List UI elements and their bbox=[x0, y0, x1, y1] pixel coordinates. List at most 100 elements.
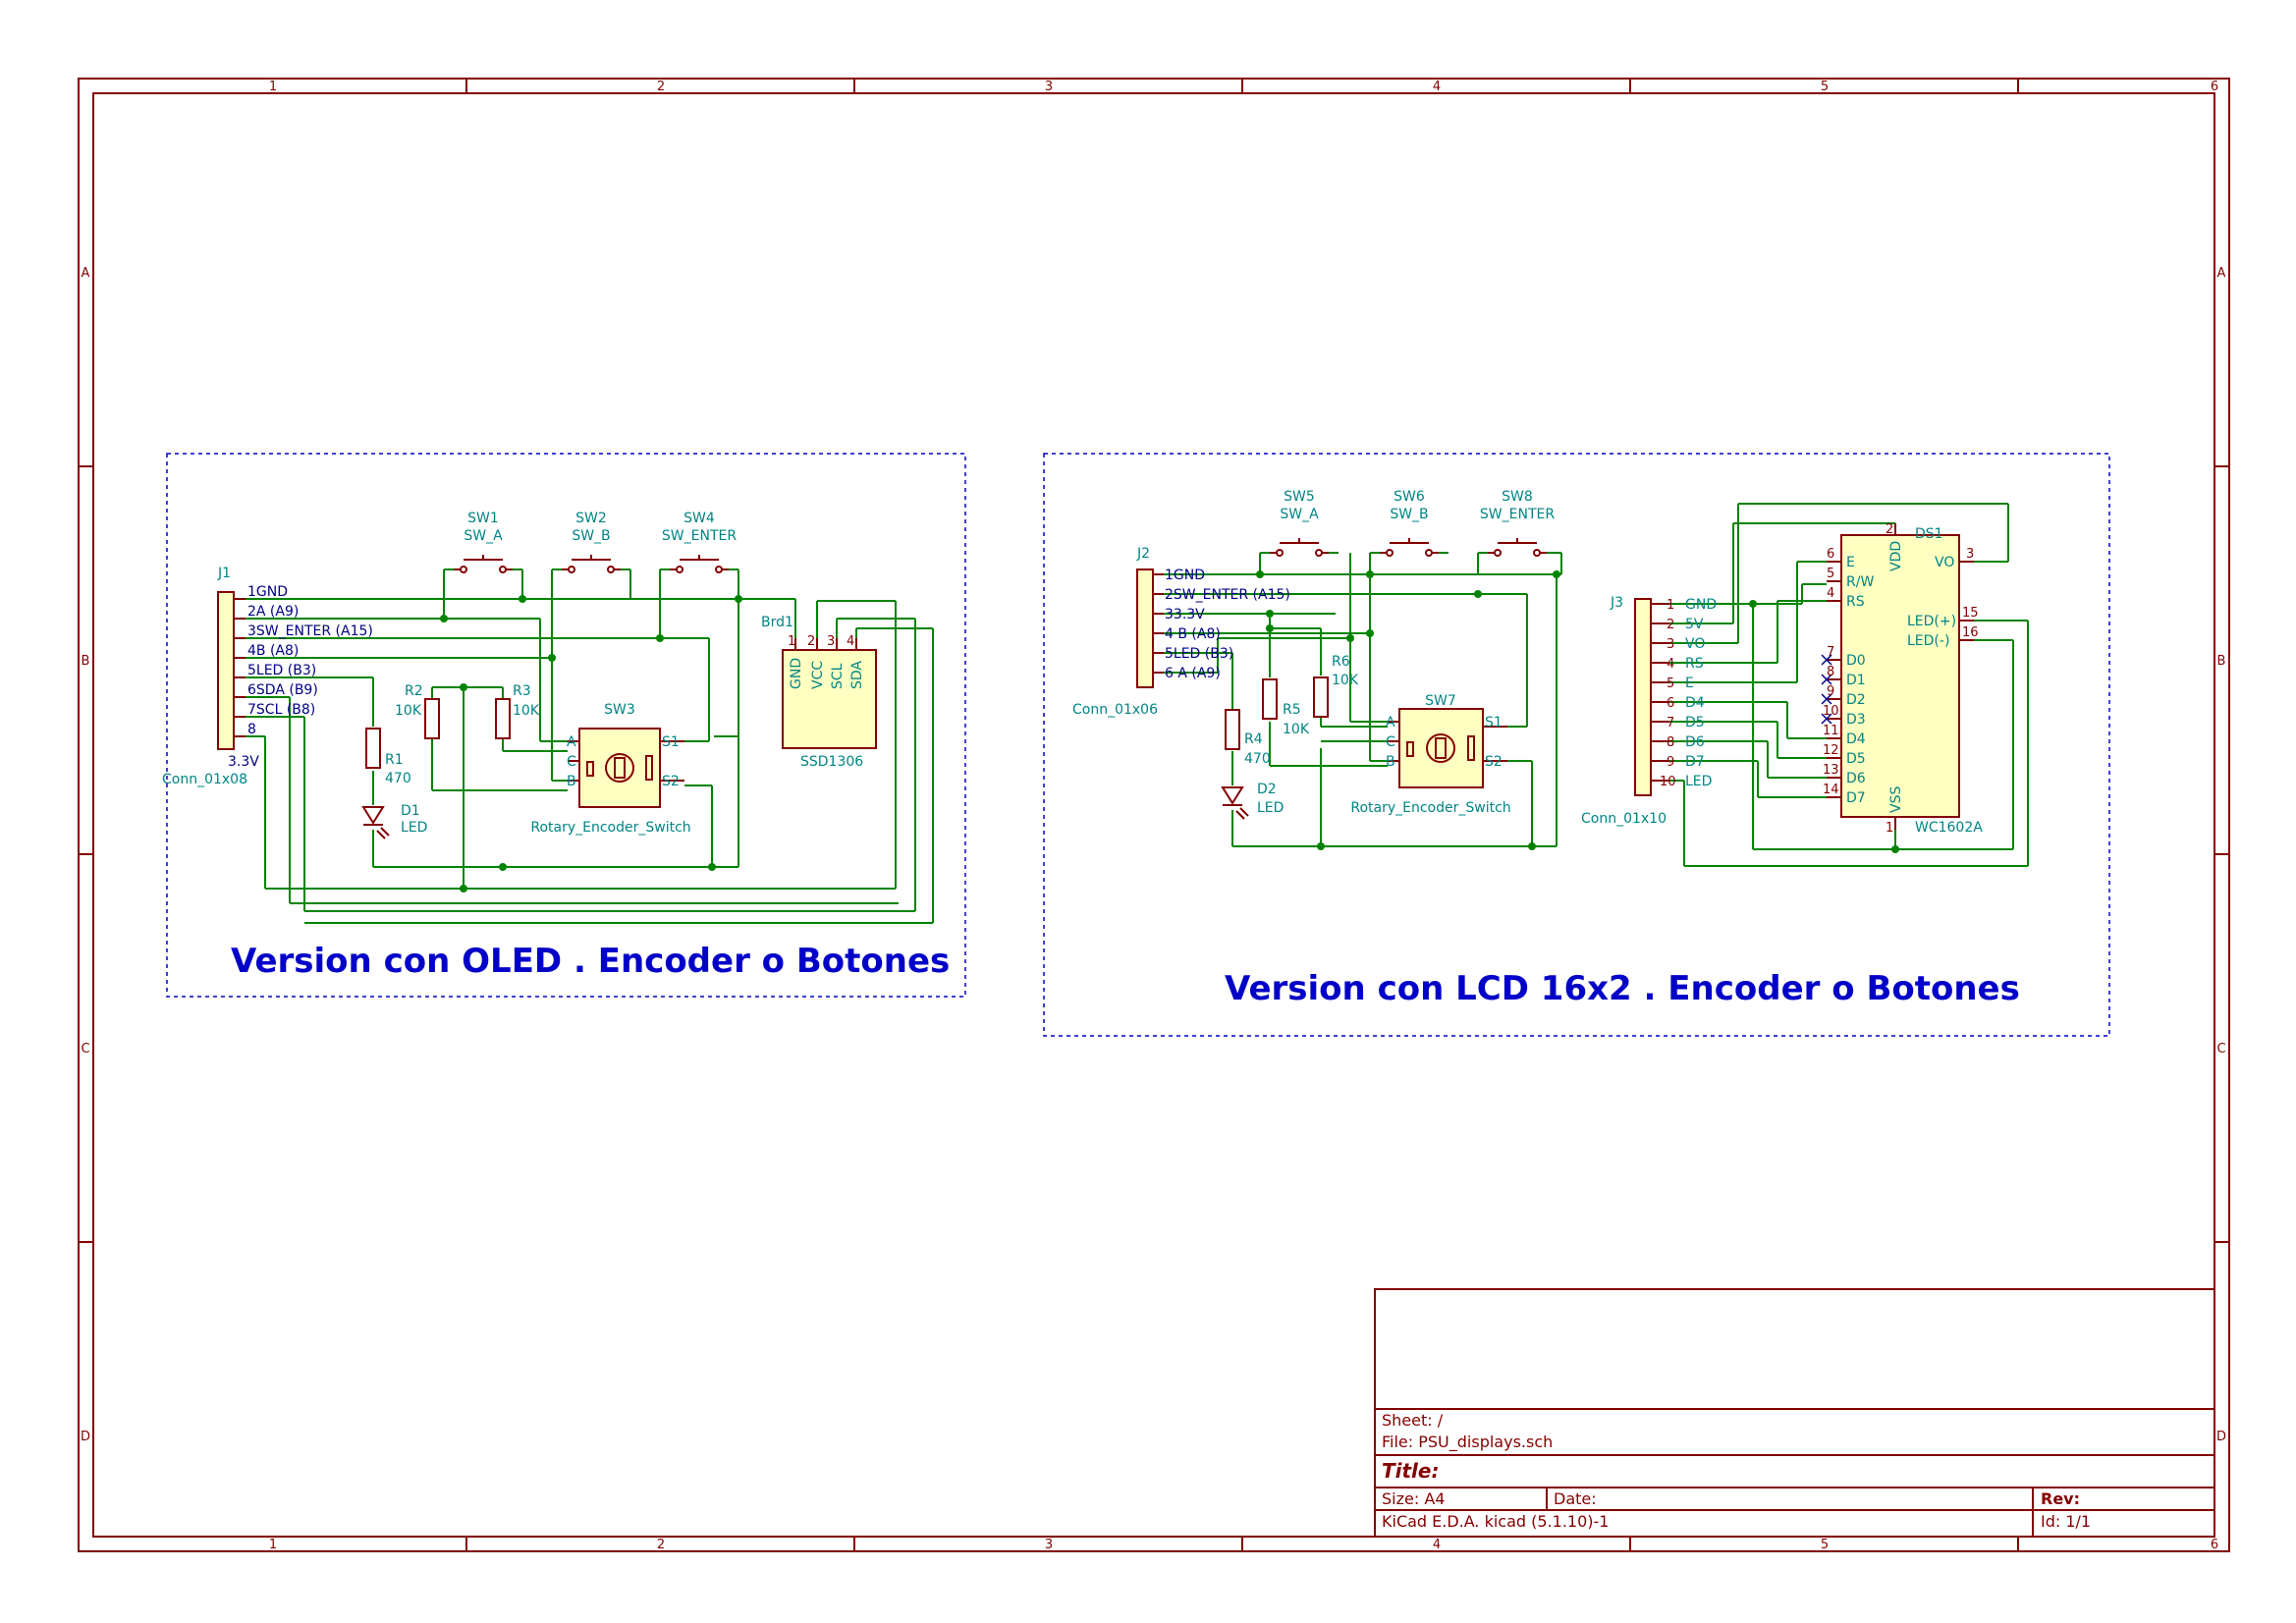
j1-connector: J1 Conn_01x08 1GND 2A (A9) 3SW_ENTER (A1… bbox=[162, 566, 373, 787]
ds1-pin: E bbox=[1846, 555, 1855, 570]
j3-pin-num: 7 bbox=[1667, 716, 1674, 730]
sw7-value: Rotary_Encoder_Switch bbox=[1350, 800, 1510, 816]
ds1-pin: LED(-) bbox=[1907, 633, 1949, 649]
j3-pin-num: 6 bbox=[1667, 696, 1674, 711]
ds1-pin: D5 bbox=[1846, 751, 1866, 767]
ds1-pin: LED(+) bbox=[1907, 614, 1956, 629]
j2-connector: J2 Conn_01x06 1GND 2SW_ENTER (A15) 33.3V… bbox=[1072, 546, 1290, 718]
ds1-pin-num: 8 bbox=[1827, 665, 1834, 679]
r5-value: 10K bbox=[1283, 722, 1310, 737]
sw7-rotary-encoder: SW7 Rotary_Encoder_Switch A C B S1 S2 bbox=[1350, 693, 1510, 816]
sw6-ref: SW6 bbox=[1394, 489, 1425, 505]
r1-value: 470 bbox=[385, 771, 411, 786]
col-label: 1 bbox=[269, 80, 277, 94]
ds1-pin: D3 bbox=[1846, 712, 1866, 728]
j3-pin-num: 5 bbox=[1667, 676, 1674, 691]
col-label: 6 bbox=[2211, 80, 2218, 94]
brd1-pin: SDA bbox=[849, 661, 865, 689]
ds1-pin-num: 13 bbox=[1823, 763, 1839, 778]
j3-pin-name: D7 bbox=[1685, 754, 1705, 770]
j3-pin-name: D5 bbox=[1685, 715, 1705, 730]
sw8-ref: SW8 bbox=[1502, 489, 1533, 505]
ds1-pin: D1 bbox=[1846, 673, 1866, 688]
title-block-sheet: Sheet: / bbox=[1382, 1411, 1444, 1430]
sheet-frame: 1 2 3 4 5 6 1 2 3 4 5 6 A B C D A B C D bbox=[78, 78, 2230, 1552]
d1-ref: D1 bbox=[401, 803, 420, 819]
lcd-section: J2 Conn_01x06 1GND 2SW_ENTER (A15) 33.3V… bbox=[1072, 489, 2029, 1008]
ds1-pin-num: 6 bbox=[1827, 547, 1834, 562]
sw1-switch: SW1 SW_A bbox=[454, 511, 513, 573]
sw2-ref: SW2 bbox=[575, 511, 607, 526]
j3-pin-name: RS bbox=[1685, 656, 1704, 672]
sw7-pin: S2 bbox=[1485, 754, 1503, 770]
sw8-switch: SW8 SW_ENTER bbox=[1480, 489, 1555, 557]
title-block-title: Title: bbox=[1382, 1459, 1439, 1483]
j3-ref: J3 bbox=[1610, 595, 1623, 611]
j2-ref: J2 bbox=[1136, 546, 1150, 562]
brd1-pin-num: 4 bbox=[847, 634, 854, 649]
ds1-pin-num: 5 bbox=[1827, 567, 1834, 581]
col-label: 4 bbox=[1433, 1538, 1441, 1552]
j3-pin-num: 10 bbox=[1660, 775, 1676, 789]
j3-value: Conn_01x10 bbox=[1581, 811, 1667, 827]
sw7-pin: B bbox=[1386, 754, 1395, 770]
col-label: 1 bbox=[269, 1538, 277, 1552]
title-block: Sheet: / File: PSU_displays.sch Title: S… bbox=[1374, 1288, 2215, 1538]
row-label: D bbox=[2216, 1430, 2226, 1444]
ds1-lcd-module: E R/W RS D0 D1 D2 D3 D4 D5 D6 D7 6 5 4 7… bbox=[1821, 522, 1983, 836]
j1-pin-label: 6SDA (B9) bbox=[247, 682, 318, 698]
r1-resistor: R1 470 bbox=[365, 728, 411, 786]
row-label: A bbox=[2217, 266, 2226, 281]
r5-ref: R5 bbox=[1283, 702, 1301, 718]
r2-resistor: R2 10K bbox=[395, 683, 440, 739]
col-label: 2 bbox=[657, 1538, 665, 1552]
j1-pin-label: 5LED (B3) bbox=[247, 663, 316, 678]
j3-pin-name: LED bbox=[1685, 774, 1712, 789]
sw8-value: SW_ENTER bbox=[1480, 507, 1555, 522]
r3-ref: R3 bbox=[513, 683, 531, 699]
j3-pin-name: E bbox=[1685, 676, 1694, 691]
sw3-ref: SW3 bbox=[604, 702, 635, 718]
sw6-value: SW_B bbox=[1390, 507, 1428, 522]
title-block-tool: KiCad E.D.A. kicad (5.1.10)-1 bbox=[1382, 1512, 1609, 1531]
brd1-pin-num: 1 bbox=[788, 634, 795, 649]
ds1-pin-num: 16 bbox=[1962, 625, 1979, 640]
ds1-pin-num: 2 bbox=[1886, 522, 1893, 537]
row-label: C bbox=[81, 1042, 89, 1056]
sw7-pin: A bbox=[1386, 715, 1395, 730]
sw3-pin: A bbox=[567, 734, 576, 750]
j1-pin-label: 2A (A9) bbox=[247, 604, 299, 620]
sw6-switch: SW6 SW_B bbox=[1380, 489, 1439, 557]
col-label: 5 bbox=[1821, 80, 1829, 94]
j2-pin-label: 1GND bbox=[1165, 568, 1205, 583]
j3-pin-name: GND bbox=[1685, 597, 1717, 613]
sw2-switch: SW2 SW_B bbox=[562, 511, 621, 573]
sw3-rotary-encoder: SW3 Rotary_Encoder_Switch A C B S1 S2 bbox=[530, 702, 690, 836]
brd1-pin: VCC bbox=[810, 661, 826, 689]
j1-pin-label: 4B (A8) bbox=[247, 643, 299, 659]
j2-pin-label: 4 B (A8) bbox=[1165, 626, 1221, 642]
j1-net-3v3: 3.3V bbox=[228, 754, 259, 770]
r4-resistor: R4 470 bbox=[1225, 709, 1271, 767]
r4-ref: R4 bbox=[1244, 731, 1263, 747]
row-label: A bbox=[82, 266, 90, 281]
d1-led: D1 LED bbox=[361, 803, 427, 839]
ds1-pin: D7 bbox=[1846, 790, 1866, 806]
ds1-pin-num: 9 bbox=[1827, 684, 1834, 699]
ds1-pin: VDD bbox=[1888, 541, 1904, 571]
sw4-value: SW_ENTER bbox=[662, 528, 737, 544]
col-label: 3 bbox=[1045, 1538, 1053, 1552]
ds1-pin: D2 bbox=[1846, 692, 1866, 708]
j1-value: Conn_01x08 bbox=[162, 772, 247, 787]
brd1-ssd1306: 1 2 3 4 GND VCC SCL SDA Brd1 SSD1306 bbox=[761, 615, 877, 770]
j3-pin-num: 8 bbox=[1667, 735, 1674, 750]
sw3-pin: S2 bbox=[662, 774, 680, 789]
ds1-value: WC1602A bbox=[1915, 820, 1983, 836]
j1-pin-label: 1GND bbox=[247, 584, 288, 600]
sw1-ref: SW1 bbox=[467, 511, 499, 526]
sw5-switch: SW5 SW_A bbox=[1270, 489, 1329, 557]
brd1-pin: GND bbox=[789, 658, 804, 689]
ds1-pin-num: 3 bbox=[1966, 547, 1974, 562]
sw4-ref: SW4 bbox=[683, 511, 715, 526]
ds1-pin: D0 bbox=[1846, 653, 1866, 669]
